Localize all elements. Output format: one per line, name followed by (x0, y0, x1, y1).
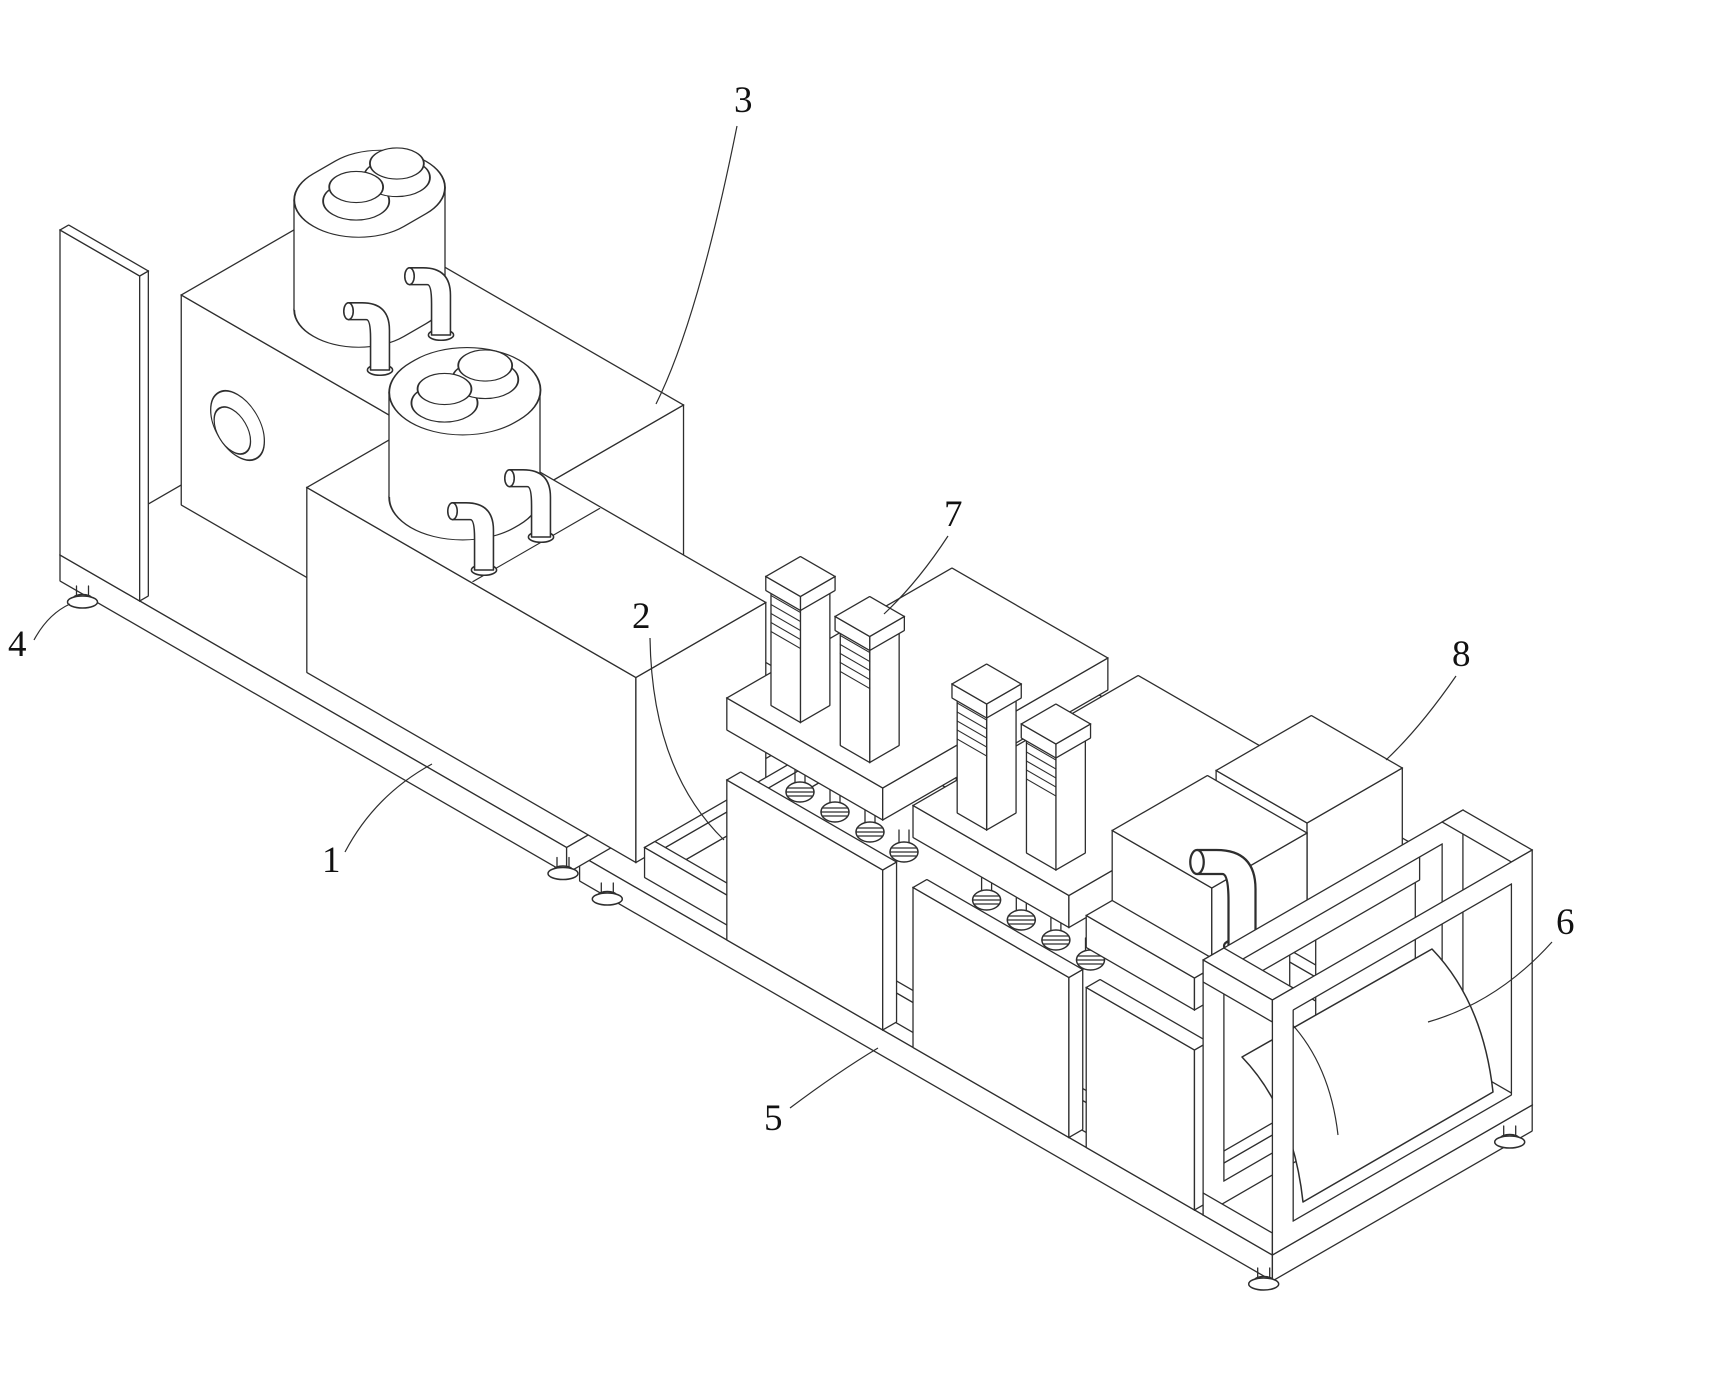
second-housing-unit (305, 347, 767, 864)
gantry1-plate-top (725, 771, 898, 871)
callout-label-7: 7 (944, 494, 963, 535)
inlet-port-bore-icon (213, 406, 252, 455)
leader-line-1 (344, 763, 433, 853)
leader-line-4 (33, 603, 71, 641)
tank-a-dome-cap (328, 170, 385, 204)
leader-line-2 (649, 637, 725, 841)
actuator-post (951, 663, 1023, 831)
leader-line-5 (789, 1047, 879, 1109)
guard-panel-edge (139, 270, 149, 602)
canopy-plate-top (1085, 978, 1210, 1051)
callouts: 1 2 3 4 5 6 7 8 (8, 80, 1575, 1139)
curved-conveyor-belt (1241, 948, 1494, 1203)
belt-curve-line (1289, 1021, 1339, 1136)
tank-b-dome-cap (416, 372, 473, 406)
actuator-post (834, 595, 906, 764)
callout-label-5: 5 (764, 1098, 783, 1139)
leader-line-3 (655, 125, 738, 405)
leader-line-8 (1385, 675, 1457, 761)
callout-label-2: 2 (632, 596, 651, 637)
leader-line-7 (883, 535, 949, 615)
portal-front-ring (1271, 849, 1533, 1256)
leader-line-6 (1427, 941, 1553, 1023)
gantry1-plate-edge (882, 861, 898, 1031)
callout-label-4: 4 (8, 624, 27, 665)
callout-label-6: 6 (1556, 902, 1575, 943)
callout-label-1: 1 (322, 840, 341, 881)
callout-label-8: 8 (1452, 634, 1471, 675)
gantry2-plate-top (912, 878, 1084, 979)
actuator-post (764, 555, 836, 724)
tank-a-dome-cap (369, 147, 425, 180)
tank-b-dome-cap (457, 349, 514, 382)
guard-panel-top (59, 224, 150, 277)
side-guard-panel (59, 224, 150, 602)
gantry2-plate-edge (1068, 968, 1084, 1139)
callout-label-3: 3 (734, 80, 753, 121)
guard-panel-face (59, 229, 141, 602)
actuator-post (1020, 703, 1092, 871)
end-portal (1202, 809, 1534, 1256)
